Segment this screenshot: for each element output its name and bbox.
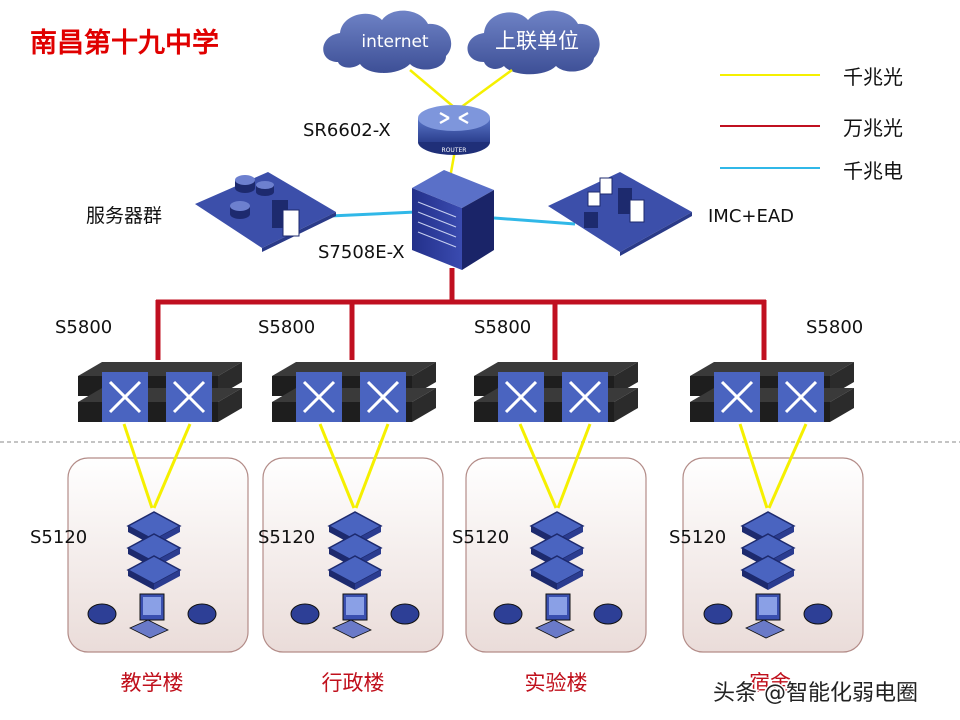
router-arrows-icon	[439, 111, 469, 125]
aggregation-label-2: S5800	[258, 317, 315, 338]
page-title: 南昌第十九中学	[30, 27, 219, 59]
watermark: 头条 @智能化弱电圈	[713, 681, 918, 706]
access-switches	[126, 511, 796, 590]
endpoint-group-1	[87, 593, 217, 639]
endpoints	[87, 593, 833, 639]
upstream-cloud-label: 上联单位	[495, 29, 579, 53]
access-switch-stack-3	[529, 511, 585, 590]
workstation-icons	[584, 177, 645, 228]
aggregation-switch-2	[272, 362, 436, 422]
access-label-2: S5120	[258, 527, 315, 548]
router-sr6602x: ROUTER	[418, 105, 490, 155]
router-label: SR6602-X	[303, 120, 391, 141]
legend-label-gigabit-fiber: 千兆光	[843, 65, 903, 89]
legend-label-gigabit-copper: 千兆电	[843, 159, 903, 183]
endpoint-group-2	[290, 593, 420, 639]
aggregation-switch-4	[690, 362, 854, 422]
building-label-teaching: 教学楼	[121, 671, 184, 695]
core-switch-s7508ex	[412, 170, 494, 270]
upstream-cloud: 上联单位	[467, 10, 600, 75]
imc-ead-platform	[548, 172, 692, 256]
server-links	[329, 210, 576, 226]
access-switch-stack-2	[327, 511, 383, 590]
endpoint-group-4	[703, 593, 833, 639]
router-badge: ROUTER	[442, 147, 467, 154]
access-label-3: S5120	[452, 527, 509, 548]
access-uplinks	[122, 423, 808, 509]
access-label-1: S5120	[30, 527, 87, 548]
aggregation-switches	[78, 362, 854, 422]
building-label-admin: 行政楼	[322, 671, 385, 695]
server-farm-label: 服务器群	[86, 205, 162, 227]
aggregation-label-3: S5800	[474, 317, 531, 338]
aggregation-switch-3	[474, 362, 638, 422]
building-label-dorm: 宿舍	[749, 671, 791, 695]
aggregation-label-1: S5800	[55, 317, 112, 338]
legend-label-10g-fiber: 万兆光	[843, 116, 903, 140]
endpoint-group-3	[493, 593, 623, 639]
core-switch-label: S7508E-X	[318, 242, 405, 263]
access-switch-stack-1	[126, 511, 182, 590]
legend: 千兆光 万兆光 千兆电	[720, 65, 903, 183]
building-label-lab: 实验楼	[525, 671, 588, 695]
server-icons	[230, 175, 300, 237]
imc-ead-label: IMC+EAD	[708, 206, 794, 227]
internet-cloud: internet	[323, 10, 452, 73]
internet-cloud-label: internet	[361, 32, 429, 52]
access-label-4: S5120	[669, 527, 726, 548]
aggregation-switch-1	[78, 362, 242, 422]
aggregation-label-4: S5800	[806, 317, 863, 338]
server-farm	[195, 172, 336, 252]
access-switch-stack-4	[740, 511, 796, 590]
backbone-10g-links	[155, 268, 767, 360]
